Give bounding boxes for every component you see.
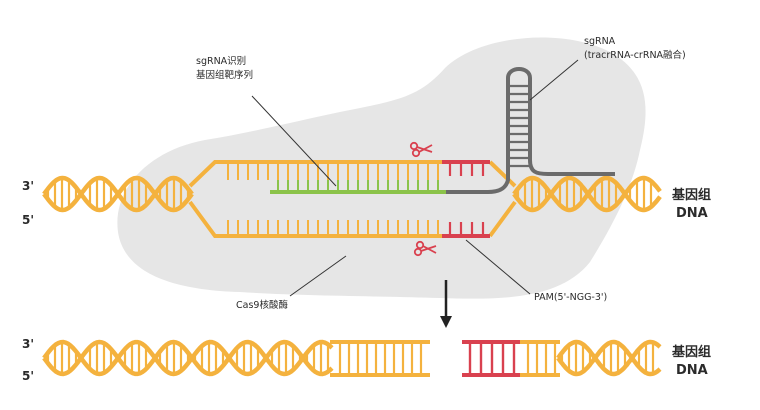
dna-helix-right-bottom	[556, 339, 662, 377]
dna-helix-right-top	[512, 175, 662, 213]
dna-backbone	[42, 339, 334, 377]
callout-line-sgrna	[529, 59, 579, 101]
strand-label-5prime-top: 5'	[22, 213, 34, 227]
label-pam: PAM(5'-NGG-3')	[534, 292, 607, 303]
label-sgrna-guide-line2: 基因组靶序列	[196, 69, 253, 81]
callout-line-guide	[251, 95, 337, 187]
label-sgrna-line1: sgRNA	[584, 36, 616, 47]
label-sgrna-guide-line1: sgRNA识别	[196, 56, 246, 67]
genome-dna-label-top-line1: 基因组	[671, 187, 711, 203]
dna-right-cut-end	[462, 340, 560, 377]
dna-backbone	[556, 339, 662, 377]
dna-unwound-region	[188, 160, 517, 238]
strand-label-5prime-bottom: 5'	[22, 369, 34, 383]
callout-line-cas9	[289, 255, 347, 297]
dna-helix-left-bottom	[42, 339, 334, 377]
dna-helix-left-top	[42, 175, 194, 213]
scissors-icon	[413, 240, 437, 257]
genome-dna-label-top-line2: DNA	[676, 206, 708, 221]
genome-dna-label-bottom-line2: DNA	[676, 363, 708, 378]
strand-label-3prime-bottom: 3'	[22, 337, 34, 351]
dna-backbone	[556, 339, 662, 377]
dna-left-cut-end	[330, 340, 430, 377]
label-sgrna-line2: (tracrRNA-crRNA融合)	[584, 49, 686, 61]
dna-backbone	[512, 175, 662, 213]
dna-backbone	[42, 175, 194, 213]
strand-label-3prime-top: 3'	[22, 179, 34, 193]
genome-dna-label-bottom-line1: 基因组	[671, 344, 711, 360]
label-cas9: Cas9核酸酶	[236, 299, 288, 311]
pam-region	[442, 160, 490, 238]
sgrna-scaffold	[446, 67, 615, 194]
down-arrow-icon	[440, 280, 452, 328]
scissors-icon	[409, 141, 433, 158]
sgrna-guide-sequence	[270, 180, 446, 194]
dna-backbone	[42, 339, 334, 377]
callout-line-pam	[465, 239, 531, 295]
